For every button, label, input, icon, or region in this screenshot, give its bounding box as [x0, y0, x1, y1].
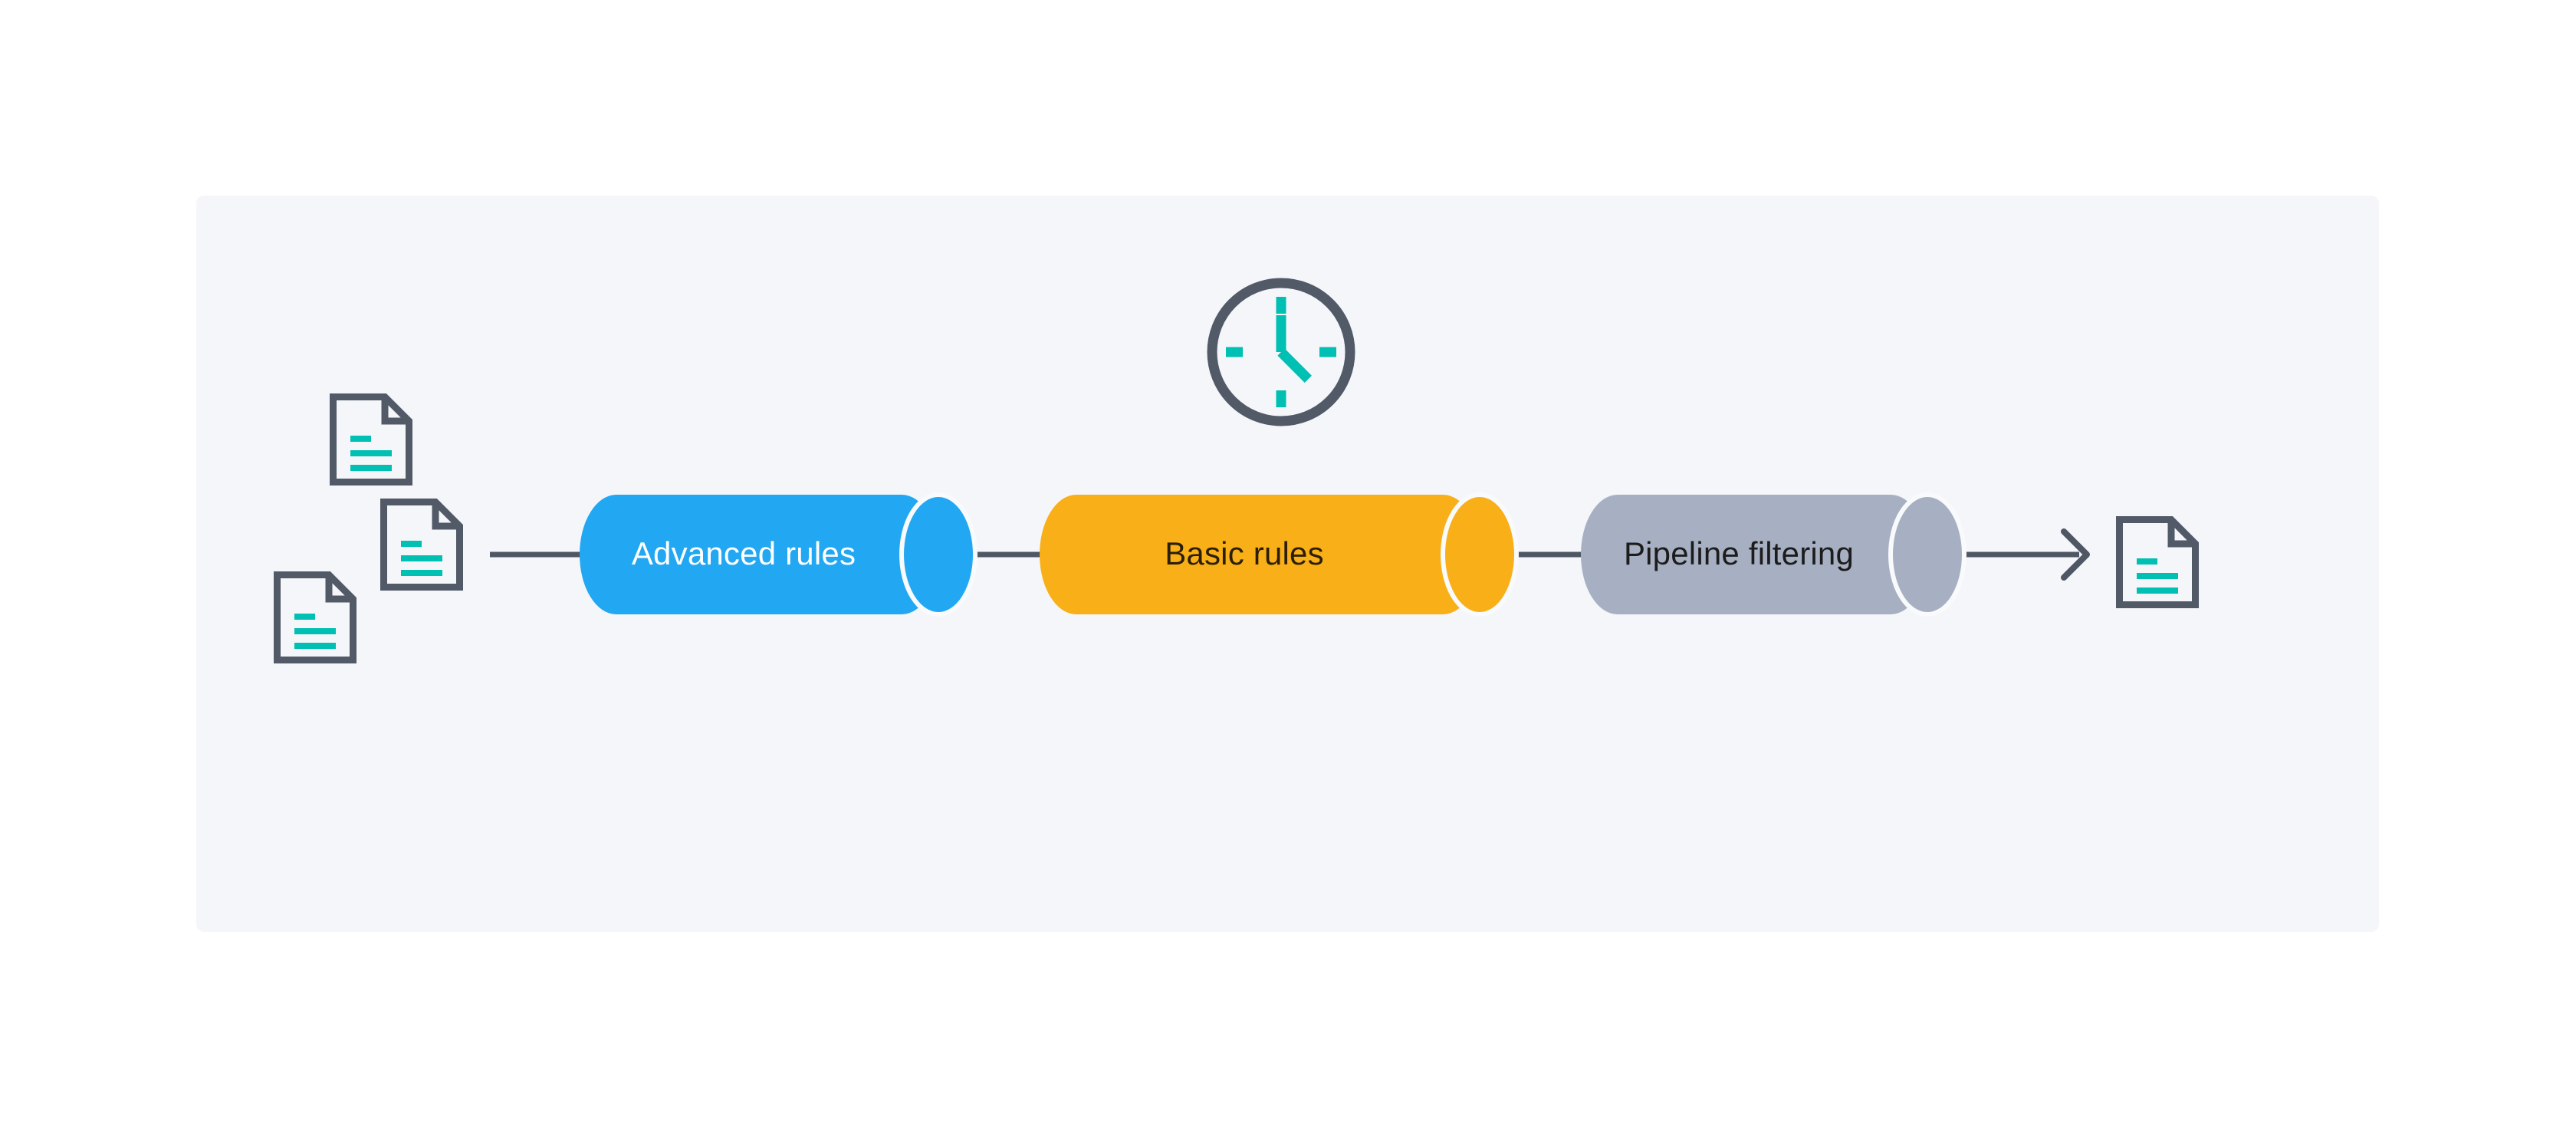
clock-tick-3: [1319, 347, 1336, 357]
pipeline-stages-group: Advanced rules Basic rules Pipeline filter…: [580, 492, 1967, 617]
clock-tick-12: [1276, 297, 1286, 314]
flow-arrow-head: [2061, 528, 2090, 581]
stage-advanced-rules[interactable]: Advanced rules: [580, 492, 978, 617]
document-icon-output: [2120, 520, 2196, 605]
clock-minute-hand: [1277, 348, 1312, 383]
stage-basic-rules[interactable]: Basic rules: [1040, 492, 1519, 617]
document-icon-output: [2120, 520, 2196, 605]
cylinder-body: [580, 495, 938, 614]
document-icon-1: [334, 397, 409, 482]
stage-label: Pipeline filtering: [1624, 535, 1854, 571]
cylinder-end-cap: [899, 492, 978, 617]
document-icon-3: [278, 575, 353, 660]
cylinder-body: [1581, 495, 1927, 614]
stage-pipeline-filtering[interactable]: Pipeline filtering: [1581, 492, 1967, 617]
clock-tick-6: [1276, 390, 1286, 407]
cylinder-end-cap: [1888, 492, 1967, 617]
arrow-chevron: [2061, 528, 2090, 581]
document-icon-2: [384, 502, 460, 588]
cylinder-body: [1040, 495, 1480, 614]
clock-tick-9: [1226, 347, 1243, 357]
clock-icon: [1207, 278, 1355, 426]
stage-label: Basic rules: [1165, 535, 1324, 571]
stage-label: Advanced rules: [632, 535, 856, 571]
cylinder-end-cap: [1441, 492, 1519, 617]
clock-ring: [1207, 278, 1355, 426]
